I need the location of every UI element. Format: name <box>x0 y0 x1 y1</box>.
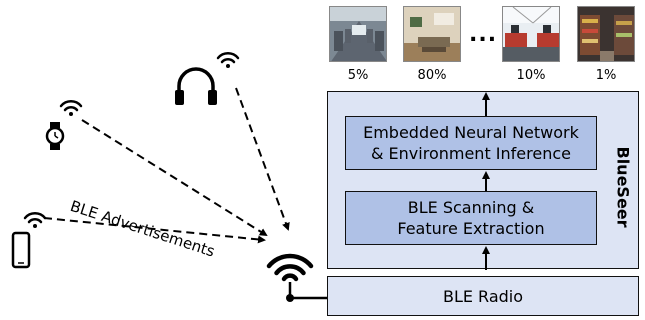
antenna-node <box>286 294 294 302</box>
headphones-link-arrow <box>235 87 290 231</box>
headphones-icon <box>175 67 217 105</box>
ble-radio-block: BLE Radio <box>327 276 639 316</box>
watch-link-arrow <box>81 119 268 237</box>
smartwatch-icon <box>45 122 65 150</box>
train-probability: 5% <box>347 68 369 83</box>
receiver-wifi-icon <box>266 253 314 282</box>
phone-link-arrow <box>43 217 266 244</box>
living-room-probability: 80% <box>417 68 447 83</box>
ble-scanning-label-line2: Feature Extraction <box>397 219 545 238</box>
smartphone-icon <box>11 231 31 269</box>
ble-radio-label: BLE Radio <box>442 286 524 306</box>
more-environments-ellipsis: ... <box>469 22 498 47</box>
store-thumbnail <box>577 6 635 62</box>
neural-network-block: Embedded Neural Network & Environment In… <box>345 116 597 170</box>
ble-scanning-block: BLE Scanning & Feature Extraction <box>345 191 597 245</box>
office-thumbnail <box>502 6 560 62</box>
store-probability: 1% <box>595 68 617 83</box>
neural-network-label-line2: & Environment Inference <box>370 144 571 163</box>
living-room-thumbnail <box>403 6 461 62</box>
smartwatch-wifi-icon <box>59 100 83 116</box>
headphones-wifi-icon <box>216 52 240 68</box>
ble-scanning-label-line1: BLE Scanning & <box>407 198 535 217</box>
train-interior-thumbnail <box>329 6 387 62</box>
office-probability: 10% <box>516 68 546 83</box>
neural-network-label-line1: Embedded Neural Network <box>363 123 579 142</box>
smartphone-wifi-icon <box>23 212 47 228</box>
